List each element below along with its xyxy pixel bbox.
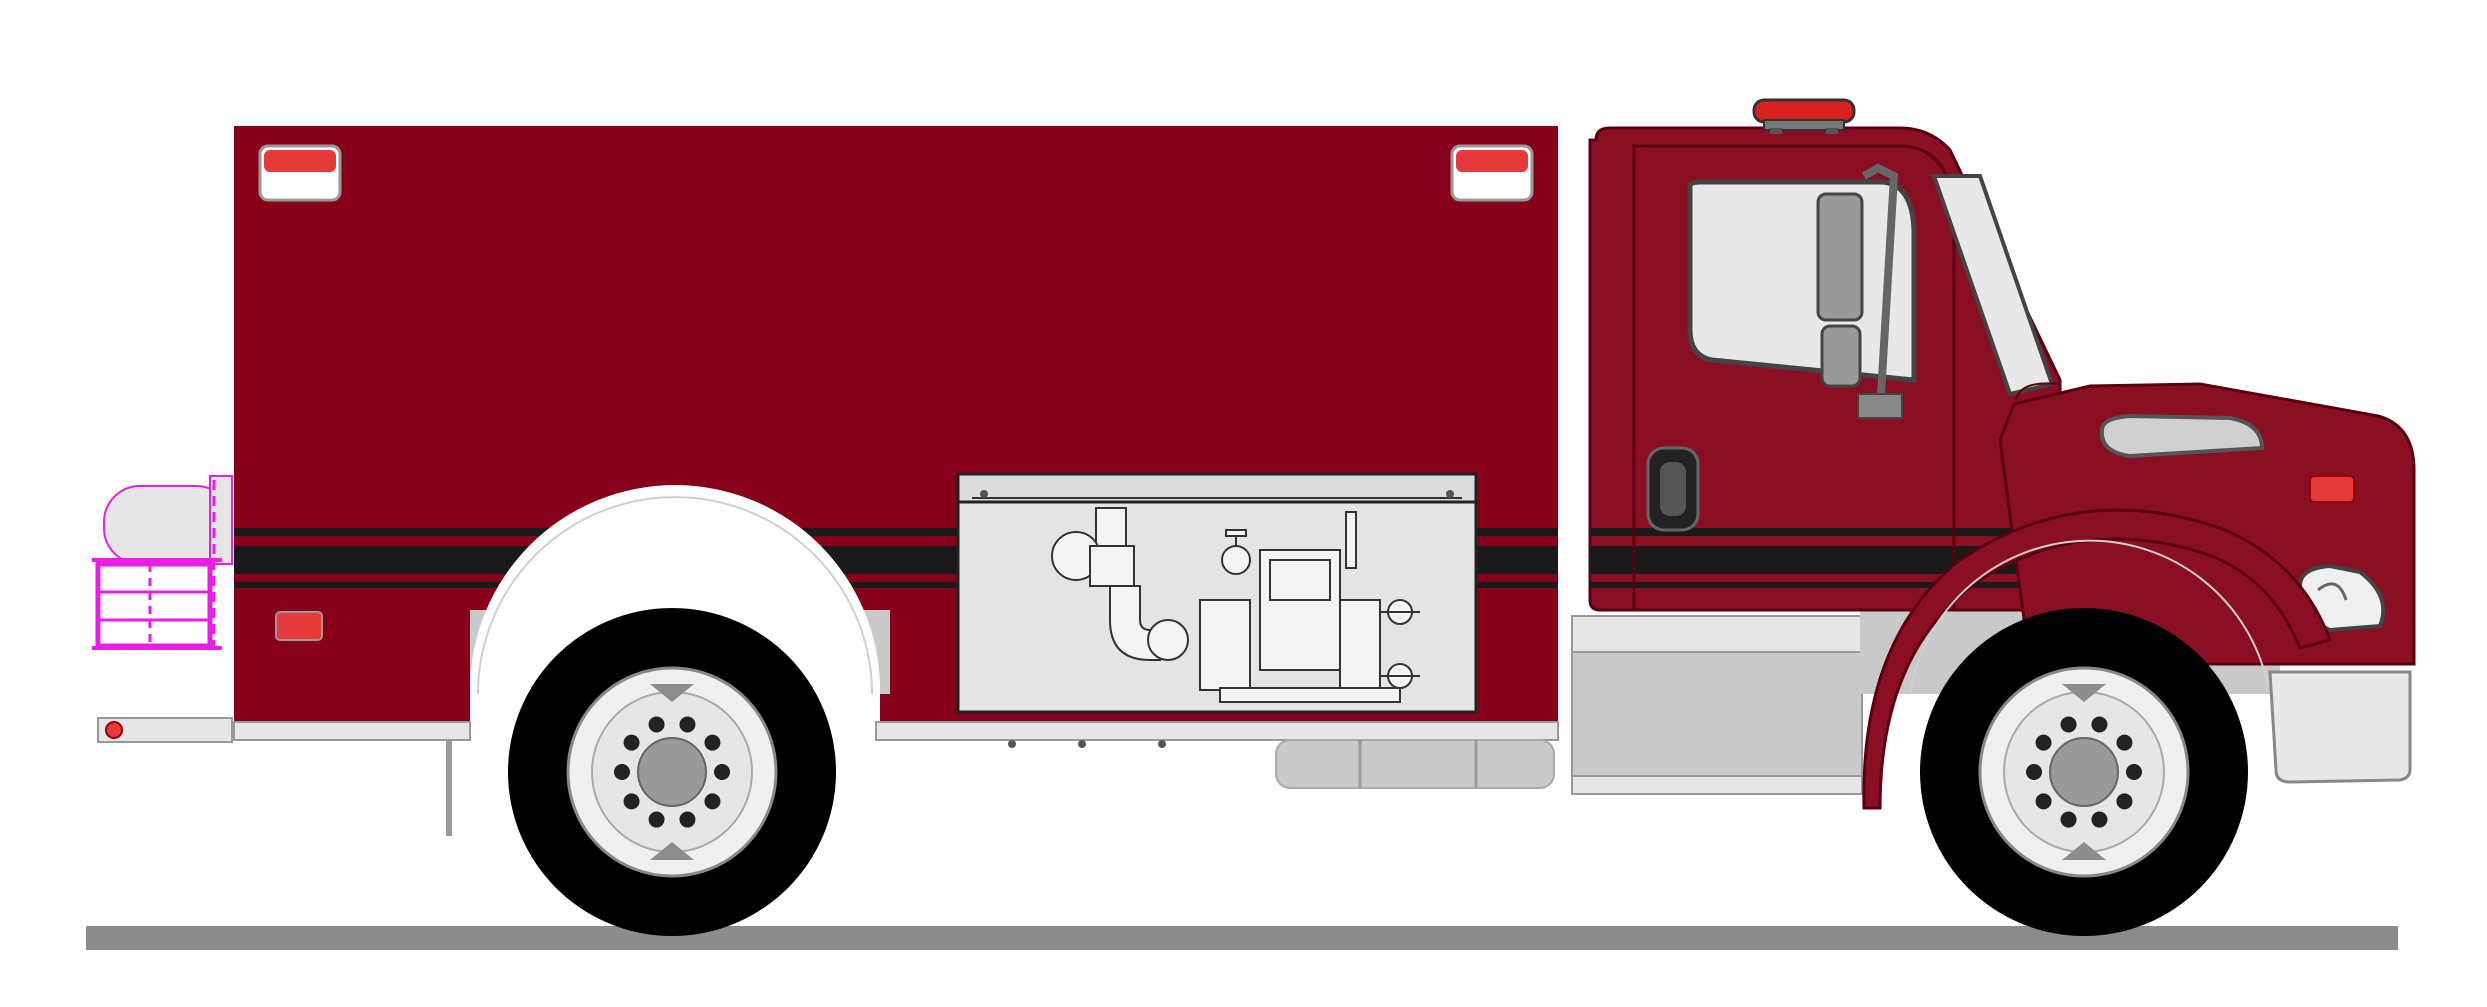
hub bbox=[2049, 737, 2119, 807]
lug-nut bbox=[2060, 716, 2077, 733]
rim-hole bbox=[650, 684, 694, 702]
lug-nut bbox=[679, 716, 696, 733]
body-stripe-lower bbox=[234, 582, 1558, 588]
lug-nut bbox=[679, 811, 696, 828]
rim-hole bbox=[2062, 684, 2106, 702]
lug-nut bbox=[704, 734, 721, 751]
hub bbox=[637, 737, 707, 807]
lug-nut bbox=[704, 793, 721, 810]
lug-nut bbox=[623, 734, 640, 751]
cab-stripe bbox=[1590, 528, 2060, 536]
lug-nut bbox=[2026, 764, 2042, 780]
lug-nut bbox=[2035, 793, 2052, 810]
rim-hole bbox=[650, 842, 694, 860]
lug-nut bbox=[648, 716, 665, 733]
rear-wheel-icon bbox=[508, 608, 836, 936]
pump-valve-icon bbox=[1051, 507, 1420, 703]
fender bbox=[1862, 508, 2332, 810]
lug-nut bbox=[623, 793, 640, 810]
emergency-beacon-icon bbox=[1752, 98, 1856, 134]
front-wheel-icon bbox=[1920, 608, 2248, 936]
marker-light-icon bbox=[1450, 144, 1534, 202]
lug-nut bbox=[614, 764, 630, 780]
cab-door bbox=[1632, 144, 1956, 612]
lug-nut bbox=[2091, 716, 2108, 733]
side-marker-light bbox=[275, 611, 323, 641]
rear-tail-light bbox=[105, 721, 123, 739]
rear-hitch-icon bbox=[92, 475, 233, 650]
lug-nut bbox=[2035, 734, 2052, 751]
lug-nut bbox=[2060, 811, 2077, 828]
lug-nut bbox=[648, 811, 665, 828]
lug-nut bbox=[2116, 793, 2133, 810]
pump-compartment bbox=[956, 472, 1478, 714]
marker-light-icon bbox=[258, 144, 342, 202]
body-trim-front bbox=[875, 721, 1559, 741]
lug-nut bbox=[2091, 811, 2108, 828]
lug-nut bbox=[2126, 764, 2142, 780]
rim-hole bbox=[2062, 842, 2106, 860]
lug-nut bbox=[714, 764, 730, 780]
cab-stripe bbox=[1590, 582, 2060, 588]
ground-line bbox=[86, 926, 2398, 950]
body-stripe-upper bbox=[234, 528, 1558, 536]
body-trim-rear bbox=[233, 721, 471, 741]
mud-flap bbox=[446, 740, 452, 836]
lug-nut bbox=[2116, 734, 2133, 751]
fuel-tank bbox=[1275, 739, 1555, 789]
hood-vent bbox=[2099, 413, 2265, 459]
underbody-bolts bbox=[1008, 740, 1166, 748]
front-bumper bbox=[2268, 670, 2412, 784]
side-mirror-icon bbox=[1816, 163, 1903, 419]
hood-marker-light bbox=[2309, 475, 2355, 503]
